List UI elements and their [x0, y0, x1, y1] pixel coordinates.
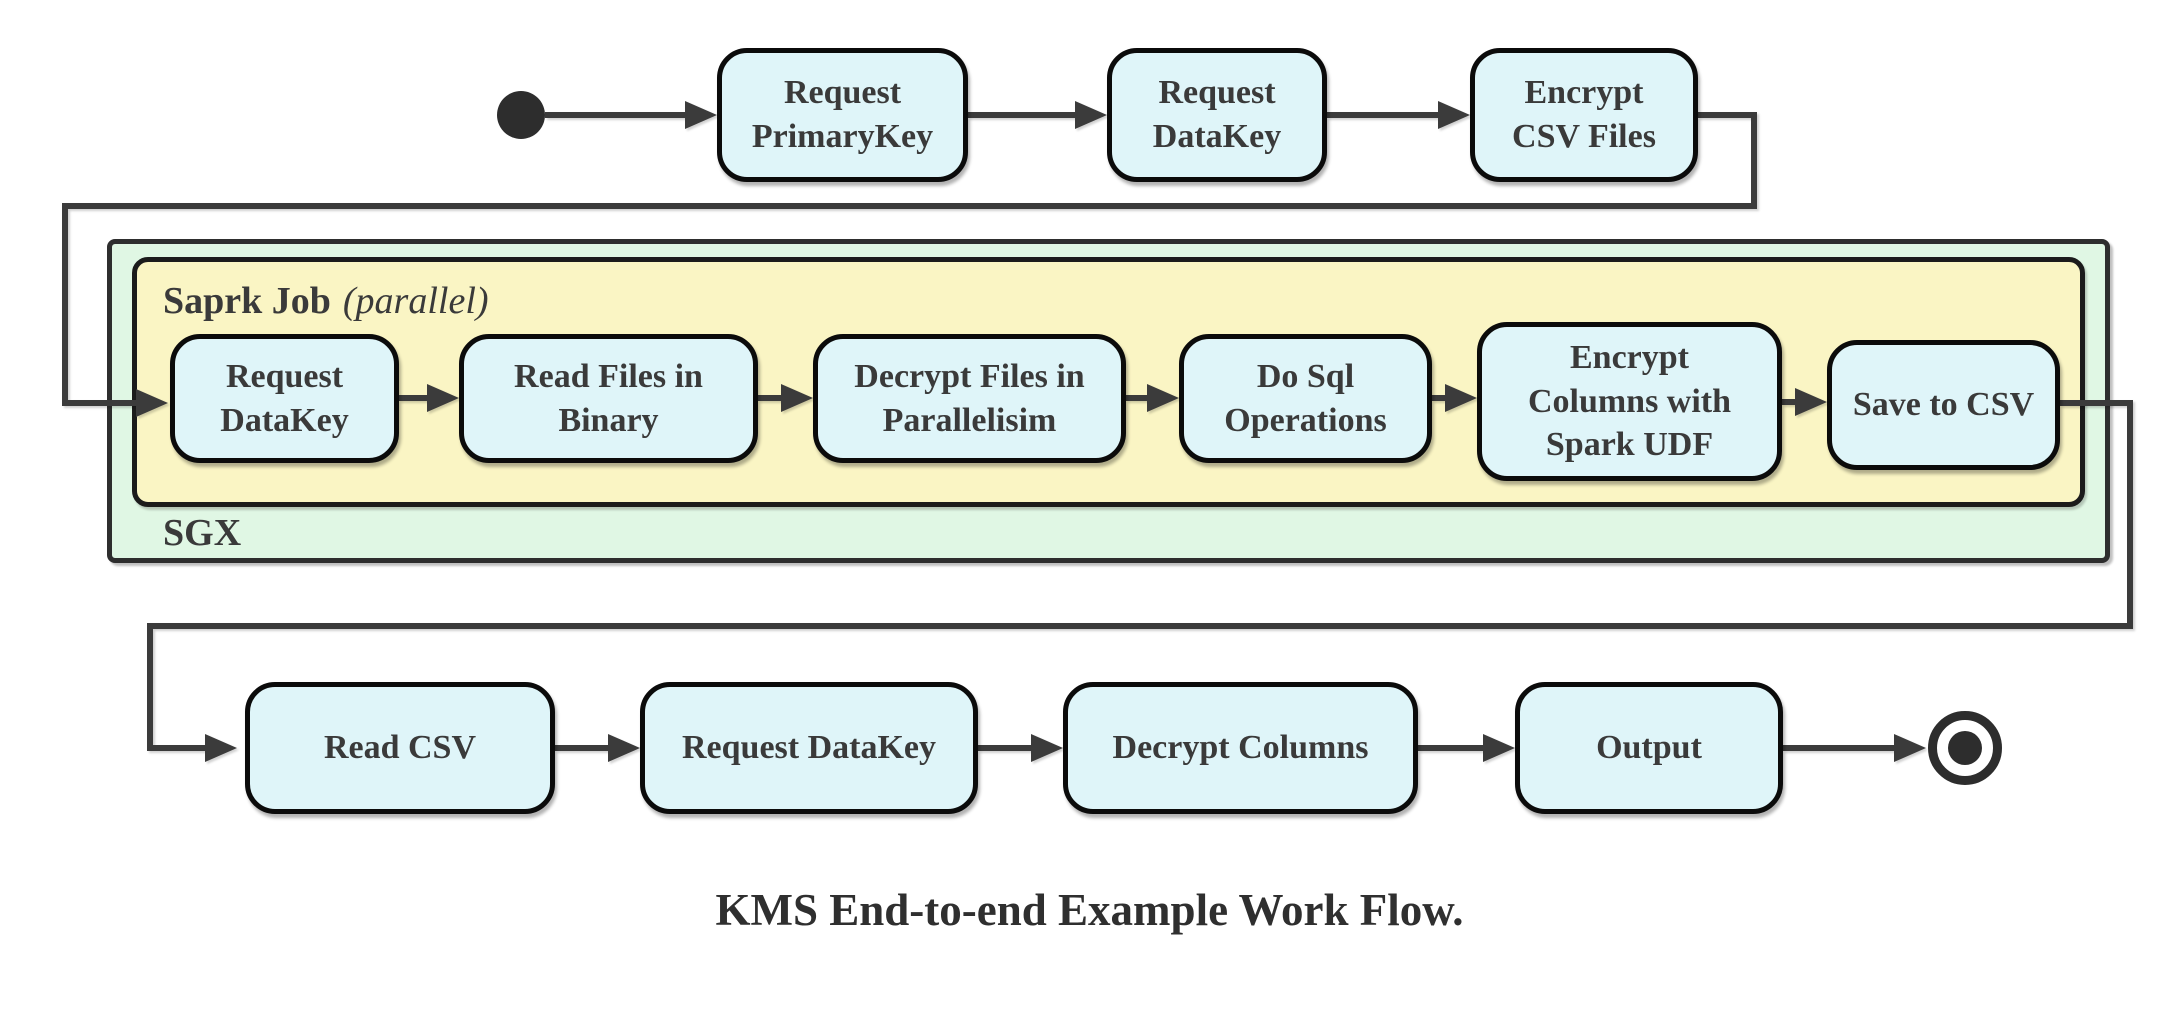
node-read-csv: Read CSV — [245, 682, 555, 814]
node-request-datakey-sgx: Request DataKey — [170, 334, 399, 463]
node-encrypt-csv-files: Encrypt CSV Files — [1470, 48, 1698, 182]
spark-job-title: Saprk Job — [163, 280, 331, 322]
end-state-inner-dot — [1948, 731, 1982, 765]
end-state-icon — [1928, 711, 2002, 785]
arrowhead — [1075, 101, 1107, 129]
node-do-sql-operations: Do Sql Operations — [1179, 334, 1432, 463]
node-request-datakey-bottom: Request DataKey — [640, 682, 978, 814]
arrowhead — [1894, 734, 1926, 762]
node-decrypt-files-in-parallelism: Decrypt Files in Parallelisim — [813, 334, 1126, 463]
sgx-group-label: SGX — [163, 512, 242, 554]
arrowhead — [608, 734, 640, 762]
node-request-datakey-top: Request DataKey — [1107, 48, 1327, 182]
arrowhead — [1438, 101, 1470, 129]
arrowhead — [685, 101, 717, 129]
spark-job-group-label: Saprk Job (parallel) — [163, 282, 489, 320]
node-decrypt-columns: Decrypt Columns — [1063, 682, 1418, 814]
start-state-icon — [497, 91, 545, 139]
node-read-files-in-binary: Read Files in Binary — [459, 334, 758, 463]
diagram-caption: KMS End-to-end Example Work Flow. — [715, 885, 1464, 935]
node-output: Output — [1515, 682, 1783, 814]
spark-job-qualifier: (parallel) — [342, 280, 489, 322]
node-save-to-csv: Save to CSV — [1827, 340, 2060, 470]
node-encrypt-columns-with-spark-udf: Encrypt Columns with Spark UDF — [1477, 322, 1782, 481]
node-request-primarykey: Request PrimaryKey — [717, 48, 968, 182]
arrowhead — [205, 734, 237, 762]
arrowhead — [1483, 734, 1515, 762]
arrowhead — [1031, 734, 1063, 762]
